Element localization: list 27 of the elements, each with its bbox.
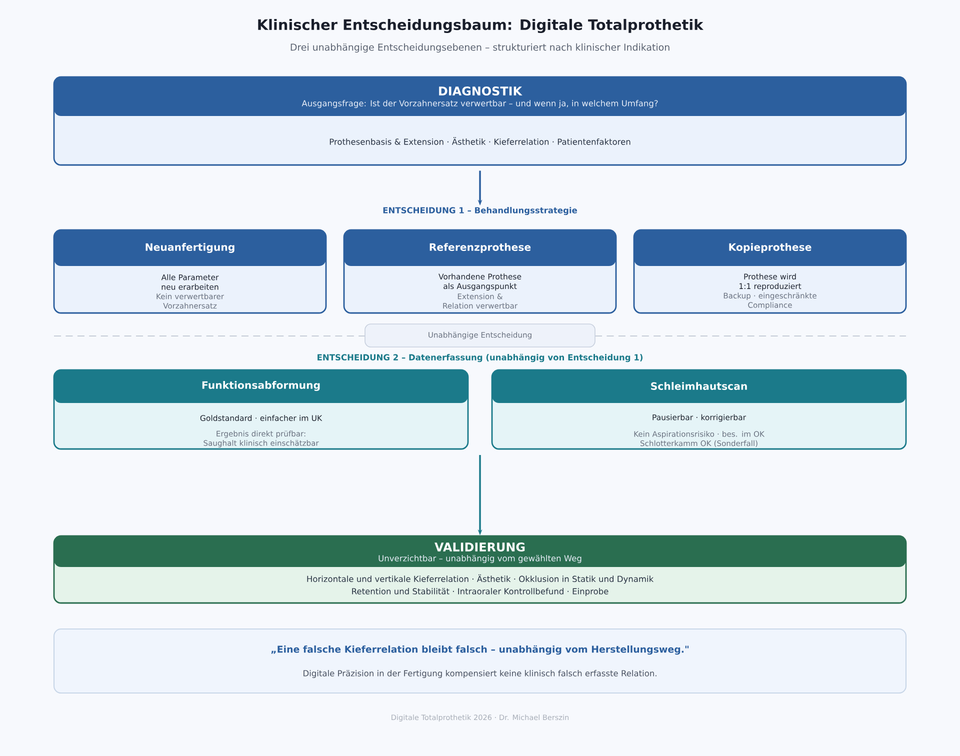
- section-card: [53, 76, 907, 166]
- option-card: [343, 229, 617, 314]
- quote-card: [53, 628, 907, 694]
- option-card: [491, 369, 907, 450]
- subtitle: Drei unabhängige Entscheidungsebenen – strukturiert nach klinischer Indikation: [290, 43, 670, 53]
- card-text: Retention und Stabilität · Intraoraler Kontrollbefund · Einprobe: [352, 588, 608, 596]
- card-title: Kopieprothese: [729, 243, 812, 253]
- option-card: [53, 229, 327, 314]
- section-heading: ENTSCHEIDUNG 1 – Behandlungsstrategie: [383, 206, 577, 216]
- title: Klinischer Entscheidungsbaum: Digitale Totalprothetik: [258, 18, 704, 34]
- card-title: VALIDIERUNG: [434, 542, 525, 552]
- card-title: Neuanfertigung: [146, 243, 234, 253]
- info-pill: [364, 324, 596, 348]
- card-title: DIAGNOSTIK: [439, 86, 522, 96]
- card-subtitle: Unverzichtbar – unabhängig vom gewählten Weg: [378, 555, 582, 564]
- section-heading: ENTSCHEIDUNG 2 – Datenerfassung (unabhängig von Entscheidung 1): [318, 354, 642, 362]
- quote-text: „Eine falsche Kieferrelation bleibt falsch – unabhängig vom Herstellungsweg.": [271, 645, 688, 655]
- card-text: Prothesenbasis & Extension · Ästhetik · Kieferrelation · Patientenfaktoren: [330, 137, 630, 145]
- option-card: [53, 369, 469, 450]
- card-text: Digitale Präzision in der Fertigung kompensiert keine klinisch falsch erfasste Relation.: [304, 670, 656, 678]
- card-title: Schleimhautscan: [651, 382, 747, 390]
- option-card: [633, 229, 907, 314]
- section-card: [53, 535, 907, 604]
- card-text: Horizontale und vertikale Kieferrelation · Ästhetik · Okklusion in Statik und Dynamik: [307, 574, 654, 584]
- card-title: Referenzprothese: [430, 243, 531, 253]
- card-title: Funktionsabformung: [202, 381, 320, 391]
- card-subtitle: Ausgangsfrage: Ist der Vorzahnersatz verwertbar – und wenn ja, in welchem Umfang?: [302, 100, 658, 108]
